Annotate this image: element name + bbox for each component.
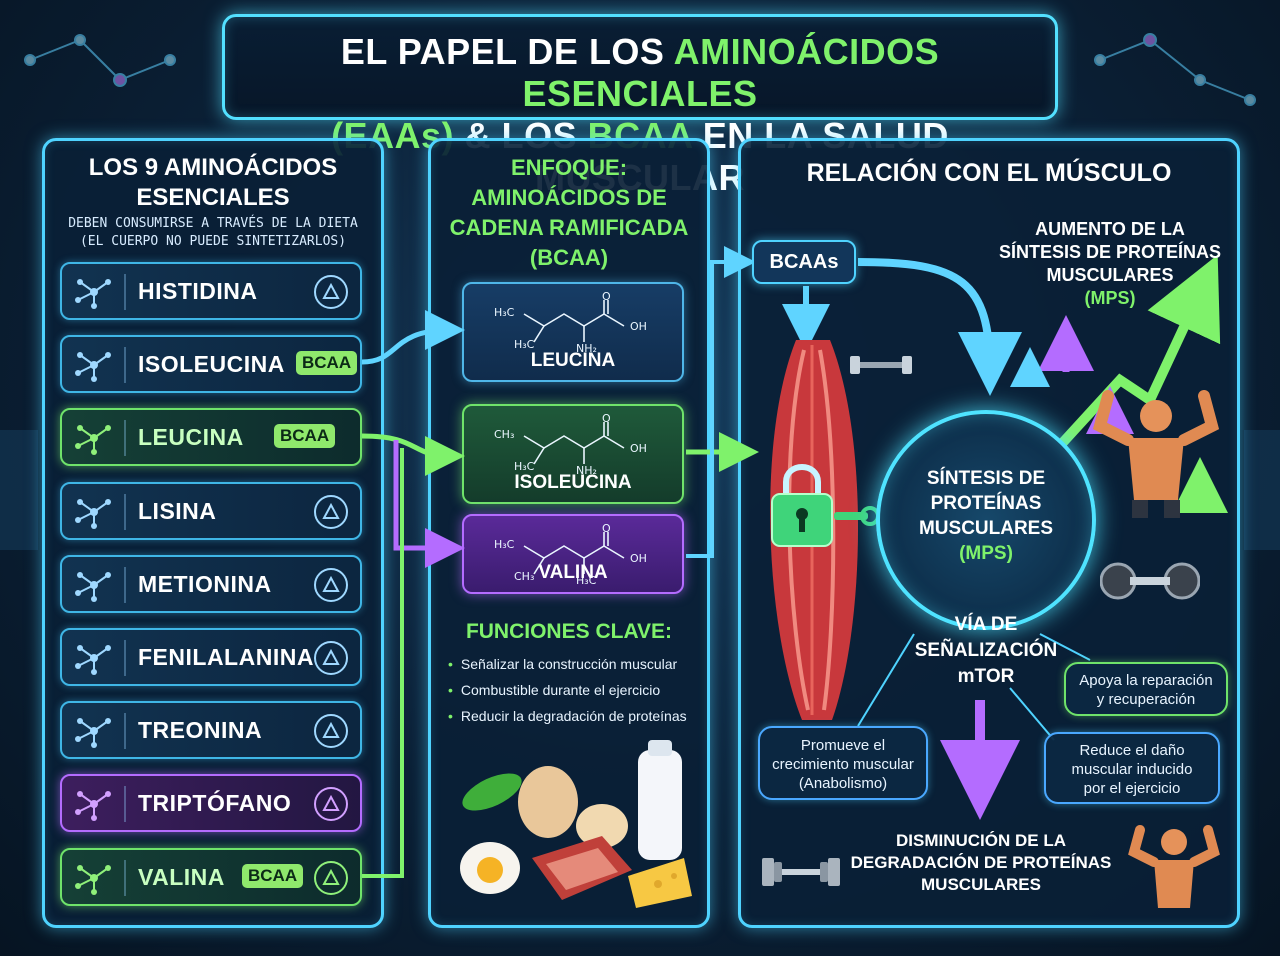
molecule-icon (75, 718, 111, 749)
mol-label: CH₃ (494, 428, 514, 441)
repair-bubble: Apoya la reparación y recuperación (1064, 662, 1228, 716)
row-divider (124, 274, 126, 310)
bcaa-card: H₃C H₃C NH₂ O OH LEUCINA (462, 282, 684, 382)
damage-bubble: Reduce el daño muscular inducido por el … (1044, 732, 1220, 804)
molecule-icon (75, 645, 111, 675)
badge-circle-icon (314, 641, 348, 675)
mol-label: OH (630, 442, 647, 455)
none-icon (312, 419, 350, 457)
bcaa-name: VALINA (538, 562, 608, 583)
bcaa-card: CH₃ H₃C NH₂ O OH ISOLEUCINA (462, 404, 684, 504)
molecule-structure-icon: H₃C H₃C NH₂ O OH (494, 292, 647, 352)
mol-label: O (602, 524, 611, 535)
athlete-illustration (1092, 390, 1220, 518)
mol-label: NH₂ (576, 464, 597, 474)
molecule-structure-icon: CH₃ H₃C NH₂ O OH (494, 414, 647, 474)
row-divider (124, 786, 126, 823)
amino-acid-name: FENILALANINA (138, 644, 314, 670)
mol-label: OH (630, 320, 647, 333)
badge-circle-icon (314, 860, 348, 895)
molecule-icon (75, 352, 111, 383)
dumbbell-icon (762, 858, 840, 886)
function-item: Señalizar la construcción muscular (448, 656, 677, 672)
title-line-1: EL PAPEL DE LOS AMINOÁCIDOS ESENCIALES (340, 31, 940, 114)
row-divider (124, 493, 126, 530)
function-item: Reducir la degradación de proteínas (448, 708, 687, 724)
bcaa-name: LEUCINA (530, 350, 616, 371)
none-icon (312, 346, 350, 384)
mol-label: H₃C (514, 338, 535, 351)
molecule-icon (75, 864, 111, 895)
bcaa-name: ISOLEUCINA (514, 472, 632, 493)
mol-label: CH₃ (514, 570, 534, 583)
mol-label: NH₂ (576, 342, 597, 352)
badge-circle-icon (314, 787, 348, 822)
functions-title: FUNCIONES CLAVE: (465, 620, 673, 643)
molecule-icon (75, 425, 111, 456)
badge-circle-icon (314, 567, 348, 602)
mps-circle: SÍNTESIS DE PROTEÍNAS MUSCULARES (MPS) (876, 410, 1096, 630)
amino-acid-row: ISOLEUCINA BCAA (60, 335, 362, 394)
left-panel-note: DEBEN CONSUMIRSE A TRAVÉS DE LA DIETA (E… (68, 216, 358, 249)
molecule-icon (75, 571, 111, 602)
amino-acid-row: TREONINA (60, 701, 362, 760)
badge-circle-icon (314, 494, 348, 529)
row-divider (124, 347, 126, 384)
food-illustration (460, 740, 692, 908)
amino-acid-row: FENILALANINA (60, 628, 362, 686)
row-divider (124, 859, 126, 896)
amino-acid-row: HISTIDINA (60, 262, 362, 320)
mid-panel-heading: ENFOQUE: AMINOÁCIDOS DE CADENA RAMIFICAD… (449, 155, 689, 270)
mps-circle-text: SÍNTESIS DE PROTEÍNAS MUSCULARES (MPS) (918, 468, 1054, 564)
athlete-small-illustration (1128, 825, 1220, 908)
left-panel-heading: LOS 9 AMINOÁCIDOS ESENCIALES (88, 154, 338, 211)
mol-label: H₃C (576, 574, 597, 584)
amino-acid-name: VALINA (138, 863, 225, 890)
molecule-icon (75, 279, 111, 309)
amino-acid-name: LISINA (138, 497, 217, 524)
row-divider (124, 640, 126, 676)
badge-circle-icon (314, 275, 348, 309)
mol-label: OH (630, 552, 647, 565)
amino-acid-row: LEUCINA BCAA (60, 408, 362, 467)
amino-acid-row: TRIPTÓFANO (60, 774, 362, 833)
badge-circle-icon (314, 714, 348, 749)
mol-label: O (602, 292, 611, 303)
molecule-structure-icon: H₃C CH₃ H₃C O OH (494, 524, 647, 584)
amino-acid-name: TREONINA (138, 717, 263, 744)
title-banner: EL PAPEL DE LOS AMINOÁCIDOS ESENCIALES (… (222, 14, 1058, 198)
bcaas-tag: BCAAs (752, 240, 856, 284)
molecule-icon (75, 498, 111, 529)
mol-label: H₃C (494, 306, 515, 319)
row-divider (124, 566, 126, 603)
amino-acid-row: VALINA BCAA (60, 847, 362, 906)
bcaa-badge: BCAA (242, 863, 304, 888)
mol-label: H₃C (494, 538, 515, 551)
molecule-icon (75, 791, 111, 822)
dumbbell-icon (850, 356, 912, 374)
amino-acid-name: METIONINA (138, 570, 272, 597)
growth-bubble: Promueve el crecimiento muscular (Anabol… (758, 726, 928, 800)
row-divider (124, 713, 126, 750)
protein-breakdown-decrease-label: DISMINUCIÓN DE LA DEGRADACIÓN DE PROTEÍN… (850, 831, 1112, 894)
amino-acid-name: HISTIDINA (138, 278, 258, 304)
mol-label: O (602, 414, 611, 425)
amino-acid-row: METIONINA (60, 554, 362, 613)
dumbbell-icon (1100, 562, 1200, 600)
right-panel-heading: RELACIÓN CON EL MÚSCULO (806, 159, 1172, 187)
bcaa-card: H₃C CH₃ H₃C O OH VALINA (462, 514, 684, 594)
lock-icon (771, 464, 878, 547)
amino-acid-name: LEUCINA (138, 424, 244, 451)
mol-label: H₃C (514, 460, 535, 473)
function-item: Combustible durante el ejercicio (448, 682, 660, 698)
mtor-label: VÍA DE SEÑALIZACIÓN mTOR (914, 614, 1058, 687)
amino-acid-row: LISINA (60, 481, 362, 540)
bcaa-badge: BCAA (296, 351, 358, 376)
amino-acid-name: TRIPTÓFANO (138, 790, 292, 817)
amino-acid-name: ISOLEUCINA (138, 351, 285, 378)
mps-increase-label: AUMENTO DE LA SÍNTESIS DE PROTEÍNAS MUSC… (998, 219, 1222, 308)
bcaa-badge: BCAA (274, 424, 336, 449)
row-divider (124, 420, 126, 457)
